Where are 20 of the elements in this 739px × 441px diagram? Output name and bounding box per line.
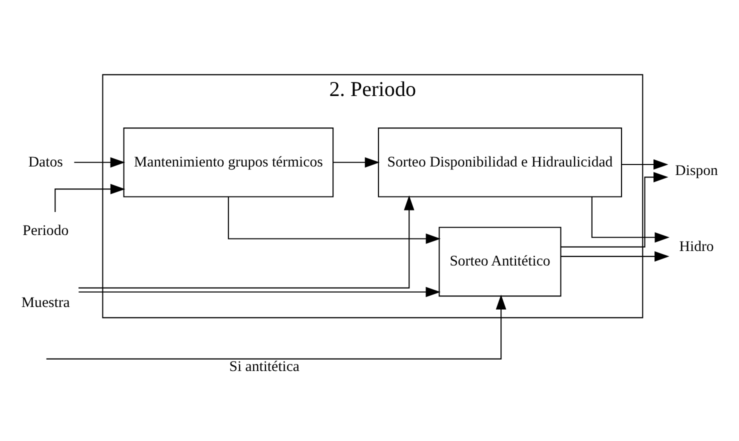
arrow <box>333 157 380 168</box>
arrow <box>560 251 670 262</box>
arrow <box>78 286 441 298</box>
arrow <box>560 172 668 248</box>
edge-label: Si antitética <box>229 358 300 375</box>
arrow <box>78 195 414 288</box>
arrow <box>46 294 506 360</box>
node-box: Mantenimiento grupos térmicos <box>123 128 334 198</box>
arrow <box>228 196 441 244</box>
node-box: Sorteo Disponibilidad e Hidraulicidad <box>378 128 622 198</box>
node-text: Hidro <box>679 238 714 255</box>
arrow <box>74 157 126 168</box>
node-text: Periodo <box>22 222 69 239</box>
node-text: Muestra <box>21 294 70 311</box>
node-text: Dispon <box>675 162 718 179</box>
node-text: Datos <box>28 154 63 170</box>
arrow <box>622 159 668 170</box>
arrow <box>54 184 126 212</box>
arrow <box>591 196 670 243</box>
node-box: Sorteo Antitético <box>438 226 562 297</box>
